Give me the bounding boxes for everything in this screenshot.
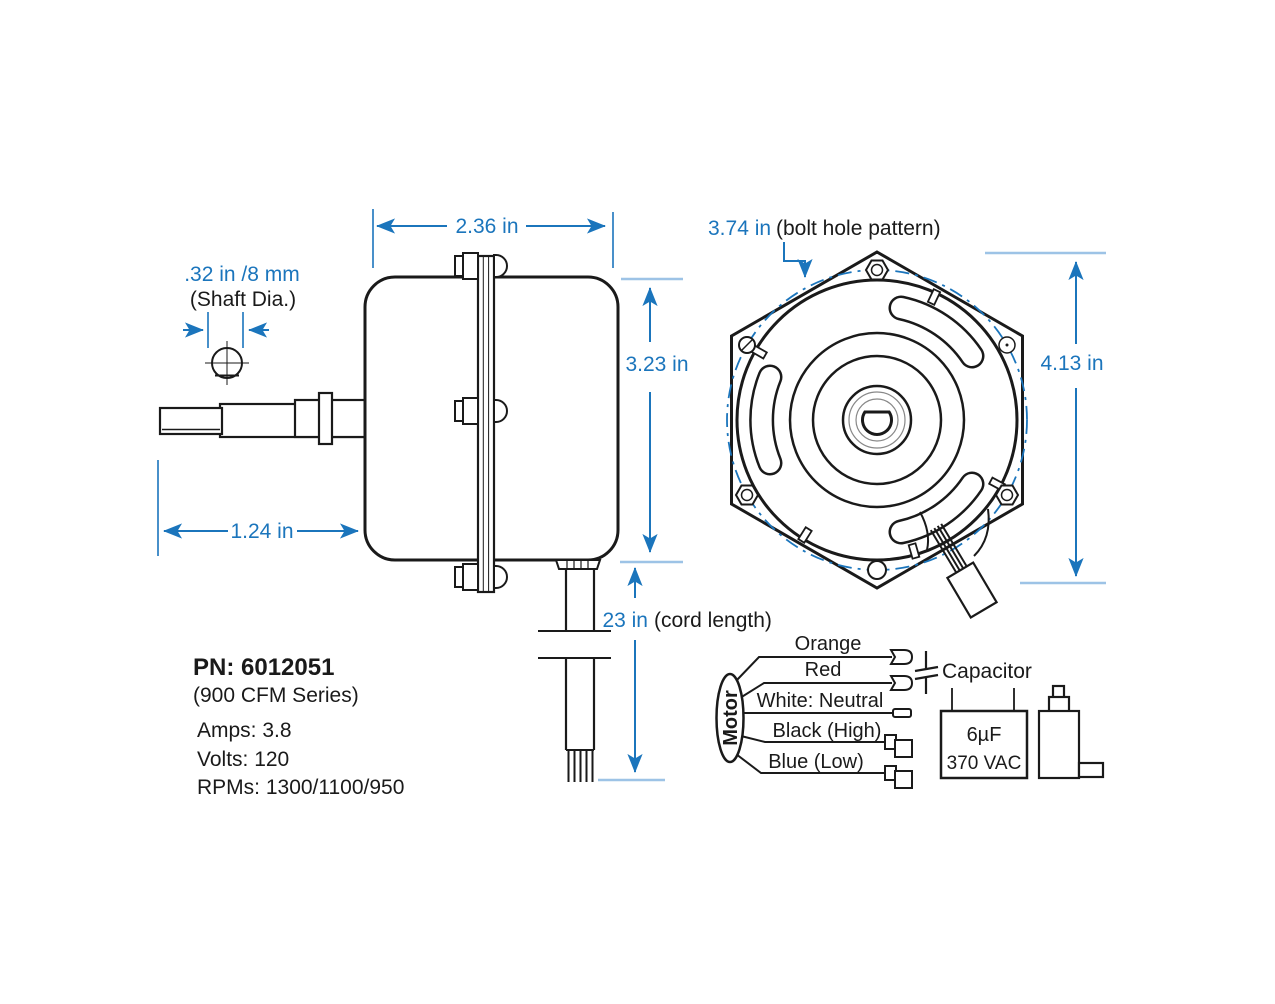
wire-label-blue: Blue (Low) bbox=[768, 751, 864, 773]
side-view: 2.36 in .32 in /8 mm (Shaft Dia.) 3.23 i… bbox=[157, 209, 772, 782]
dim-shaft-dia-label: .32 in /8 mm bbox=[184, 263, 300, 286]
dim-bolt-pattern-note: (bolt hole pattern) bbox=[776, 217, 941, 240]
cord-boot bbox=[945, 561, 999, 620]
dim-body-height-label: 3.23 in bbox=[625, 353, 688, 376]
shaft-collar bbox=[317, 391, 334, 446]
wire-label-black: Black (High) bbox=[773, 720, 882, 742]
part-number: PN: 6012051 bbox=[193, 654, 334, 681]
dim-shaft-length-label: 1.24 in bbox=[230, 520, 293, 543]
bolt-hole-bottom bbox=[867, 560, 887, 580]
series-label: (900 CFM Series) bbox=[193, 684, 359, 707]
wire-connectors bbox=[884, 649, 914, 789]
band-bolt-middle bbox=[454, 397, 508, 425]
motor-face bbox=[735, 278, 1019, 562]
flat-connector-white bbox=[892, 708, 912, 718]
dim-shaft-length: 1.24 in bbox=[157, 460, 359, 556]
dim-overall-height: 4.13 in bbox=[985, 251, 1106, 585]
spec-block: PN: 6012051 (900 CFM Series) Amps: 3.8 V… bbox=[193, 654, 404, 799]
dim-bolt-pattern: 3.74 in (bolt hole pattern) bbox=[708, 217, 941, 278]
capacitor-symbol bbox=[914, 651, 939, 694]
capacitor-voltage: 370 VAC bbox=[947, 753, 1022, 774]
dim-width: 2.36 in bbox=[372, 209, 614, 268]
wire-label-red: Red bbox=[805, 659, 842, 681]
dim-cord-length-note: (cord length) bbox=[654, 609, 772, 632]
capacitor-drawing bbox=[1037, 684, 1105, 780]
dim-body-height: 3.23 in bbox=[620, 277, 689, 564]
hex-nut-lower-right bbox=[994, 484, 1020, 506]
motor-symbol-label: Motor bbox=[720, 690, 742, 746]
dim-cord-length: 23 in (cord length) bbox=[598, 567, 772, 782]
motor-shaft bbox=[158, 391, 367, 446]
shaft-d-bore bbox=[861, 410, 893, 436]
mounting-band bbox=[476, 254, 496, 594]
hex-nut-lower-left bbox=[734, 484, 760, 506]
mounting-bolts bbox=[734, 259, 1020, 580]
dim-cord-length-label: 23 in bbox=[602, 609, 648, 632]
band-bolt-top bbox=[454, 252, 508, 280]
capacitance-value: 6µF bbox=[967, 724, 1002, 746]
hex-nut-top bbox=[864, 259, 890, 281]
wire-lines bbox=[735, 656, 893, 774]
motor-symbol bbox=[715, 672, 745, 764]
shaft-end-view bbox=[205, 341, 249, 385]
bullet-connector-orange bbox=[889, 649, 914, 665]
dim-width-label: 2.36 in bbox=[455, 215, 518, 238]
amps-spec: Amps: 3.8 bbox=[197, 719, 292, 742]
volts-spec: Volts: 120 bbox=[197, 748, 289, 771]
cord-wire-strands bbox=[567, 750, 594, 782]
wiring-diagram: Motor Orange Red White: Neutral Black (H… bbox=[715, 633, 1105, 789]
bullet-connector-red bbox=[889, 675, 914, 691]
dim-shaft-dia-note: (Shaft Dia.) bbox=[190, 288, 296, 311]
front-cord-exit bbox=[919, 508, 999, 620]
band-bolt-bottom bbox=[454, 563, 508, 591]
power-cord bbox=[538, 559, 611, 782]
front-view: 3.74 in (bolt hole pattern) 4.13 in bbox=[708, 217, 1106, 620]
wire-label-white: White: Neutral bbox=[757, 690, 884, 712]
capacitor-label: Capacitor bbox=[942, 660, 1032, 683]
dim-overall-height-label: 4.13 in bbox=[1040, 352, 1103, 375]
rpms-spec: RPMs: 1300/1100/950 bbox=[197, 776, 404, 799]
vent-slots bbox=[749, 295, 985, 545]
wire-label-orange: Orange bbox=[795, 633, 862, 655]
capacitor-rating-box: 6µF 370 VAC bbox=[939, 688, 1029, 780]
dim-bolt-pattern-label: 3.74 in bbox=[708, 217, 771, 240]
dim-shaft-diameter: .32 in /8 mm (Shaft Dia.) bbox=[183, 263, 300, 348]
